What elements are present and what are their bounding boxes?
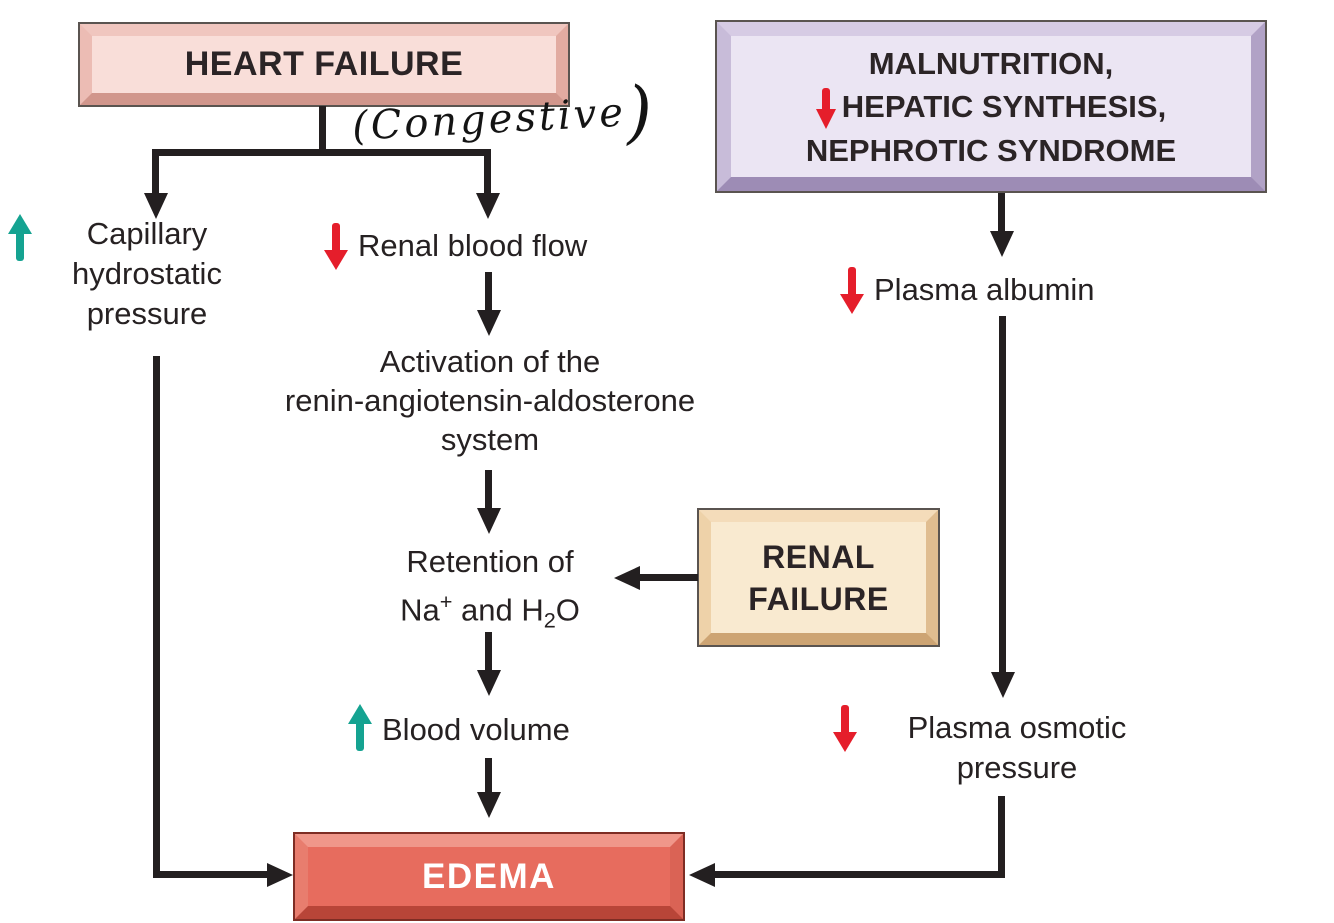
raas-arrow-line [485,272,492,312]
retention-arrow-line [485,470,492,510]
increase-arrow-icon [348,704,372,754]
retention-label: Retention of Na+ and H2O [400,544,580,633]
edema-box: EDEMA [293,832,685,921]
renal-blood-flow-label: Renal blood flow [358,228,588,263]
malnutrition-label-line3: NEPHROTIC SYNDROME [805,132,1177,168]
decrease-arrow-icon [815,85,836,129]
blood-volume-arrowhead-icon [477,670,501,696]
osmotic-to-edema-elbow-line [713,871,1005,878]
edema-right-arrowhead-icon [689,863,715,887]
malnutrition-box: MALNUTRITION, HEPATIC SYNTHESIS, NEPHROT… [715,20,1267,193]
right-branch-line [484,149,491,195]
renal-failure-label-line1: RENAL [762,538,875,575]
plasma-albumin-arrowhead-icon [990,231,1014,257]
capillary-node: Capillary hydrostatic pressure [8,214,252,334]
albumin-to-osmotic-line [999,316,1006,674]
malnutrition-label-line2: HEPATIC SYNTHESIS, [815,85,1166,129]
decrease-arrow-icon [840,264,864,314]
heart-failure-label: HEART FAILURE [184,45,464,83]
decrease-arrow-icon [833,702,857,752]
branch-horizontal-line [152,149,491,156]
malnutrition-stem-line [998,193,1005,233]
left-branch-arrowhead-icon [144,193,168,219]
raas-arrowhead-icon [477,310,501,336]
renal-failure-label-line2: FAILURE [748,580,889,617]
heart-failure-stem-line [319,106,326,153]
retention-arrowhead-icon [477,508,501,534]
osmotic-to-edema-line [998,796,1005,878]
malnutrition-label-line1: MALNUTRITION, [868,45,1114,81]
heart-failure-box: HEART FAILURE [78,22,570,107]
edema-left-arrowhead-icon [267,863,293,887]
edema-top-arrowhead-icon [477,792,501,818]
blood-volume-arrow-line [485,632,492,672]
close-paren: ) [623,72,655,153]
plasma-osmotic-arrowhead-icon [991,672,1015,698]
capillary-label: Capillary hydrostatic pressure [72,216,222,331]
renal-failure-arrowhead-icon [614,566,640,590]
plasma-osmotic-node: Plasma osmotic pressure [833,702,1167,788]
left-branch-line [152,149,159,195]
edema-top-arrow-line [485,758,492,794]
renal-failure-arrow-line [638,574,698,581]
plasma-osmotic-label: Plasma osmotic pressure [907,710,1127,785]
renal-failure-box: RENAL FAILURE [697,508,940,647]
raas-label: Activation of the renin-angiotensin-aldo… [284,344,696,457]
increase-arrow-icon [8,214,32,264]
decrease-arrow-icon [324,220,348,270]
plasma-albumin-label: Plasma albumin [874,272,1095,307]
blood-volume-label: Blood volume [382,712,570,747]
renal-blood-flow-node: Renal blood flow [324,220,587,270]
capillary-to-edema-elbow-line [153,871,271,878]
blood-volume-node: Blood volume [348,704,570,754]
plasma-albumin-node: Plasma albumin [840,264,1095,314]
capillary-to-edema-line [153,356,160,878]
edema-label: EDEMA [422,856,556,896]
right-branch-arrowhead-icon [476,193,500,219]
